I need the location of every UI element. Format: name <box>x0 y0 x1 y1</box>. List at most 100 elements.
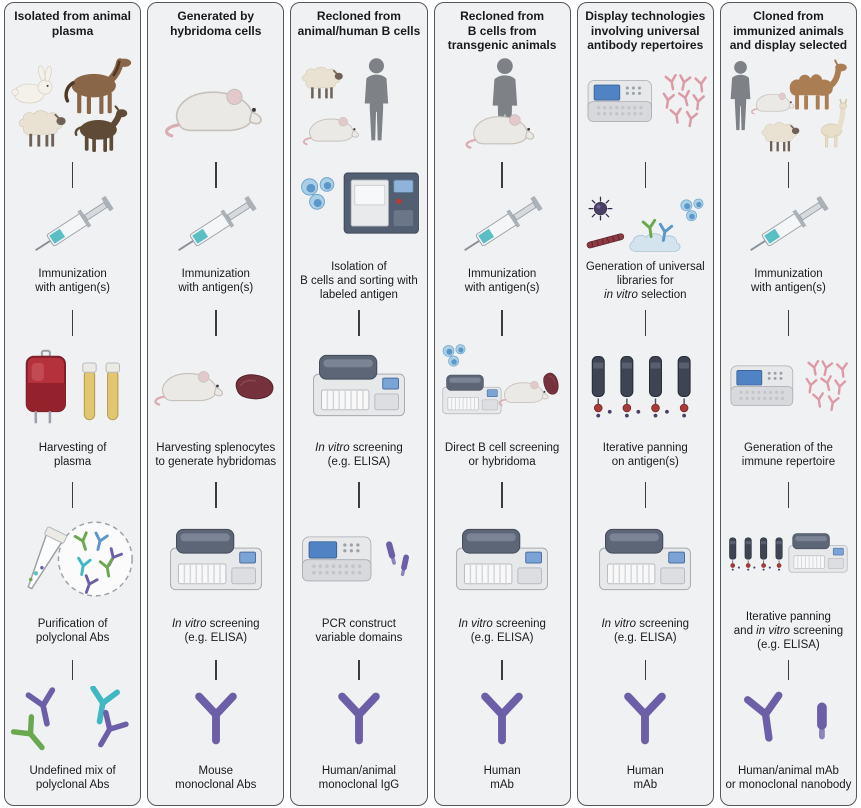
product-illustration <box>294 685 423 755</box>
step-label-slot: Human mAb <box>438 755 567 801</box>
flow-connector <box>294 655 423 685</box>
step-label: Isolation of B cells and sorting with la… <box>300 260 418 301</box>
library-cloud-icon <box>629 233 681 252</box>
connector-line <box>358 310 360 336</box>
flow-connector <box>438 305 567 341</box>
product-illustration <box>724 685 853 755</box>
flow-connector <box>724 155 853 195</box>
step-label-slot: Generation of the immune repertoire <box>724 433 853 477</box>
plasma-tube-icon <box>105 362 120 421</box>
column-recloned-b-cells: Recloned from animal/human B cells Isola… <box>290 2 428 806</box>
elisa-machine-icon <box>312 354 406 417</box>
column-title: Cloned from immunized animals and displa… <box>729 9 848 53</box>
step-label-slot: Human/animal mAb or monoclonal nanobody <box>724 755 853 801</box>
immunization-illustration <box>724 195 853 257</box>
connector-line <box>644 162 647 188</box>
cell-sorter-icon <box>343 172 419 234</box>
step-label: Direct B cell screening or hybridoma <box>444 441 560 468</box>
b-cells-icon <box>680 198 704 222</box>
step-label-slot: Human mAb <box>581 755 710 801</box>
connector-line <box>501 162 503 188</box>
source-animals-illustration <box>294 55 423 155</box>
step-label: In vitro screening (e.g. ELISA) <box>601 617 690 644</box>
variable-domain-icon <box>385 540 398 566</box>
connector-line <box>787 482 790 508</box>
rod-phage-icon <box>586 232 626 250</box>
splenocyte-harvest-illustration <box>151 341 280 433</box>
conical-tube-icon <box>20 522 132 596</box>
source-animals-illustration <box>438 55 567 155</box>
column-animal-plasma: Isolated from animal plasma Immunization… <box>4 2 142 806</box>
pcr-machine-icon <box>587 80 653 122</box>
connector-line <box>787 310 790 336</box>
repertoire-source-illustration <box>581 55 710 155</box>
spleen-icon <box>235 374 274 400</box>
elisa-machine-icon <box>455 528 549 591</box>
step-label: Human/animal monoclonal IgG <box>318 764 400 791</box>
connector-line <box>644 660 647 680</box>
column-title: Generated by hybridoma cells <box>170 9 262 38</box>
step-label-slot: Immunization with antigen(s) <box>724 257 853 305</box>
library-generation-illustration <box>581 195 710 257</box>
elisa-machine-icon <box>788 533 849 573</box>
panning-columns-icon <box>730 538 783 571</box>
source-animals-illustration <box>8 55 137 155</box>
rabbit-icon <box>11 64 53 104</box>
step-label: PCR construct variable domains <box>315 617 403 644</box>
variable-domain-icon <box>399 553 410 577</box>
product-illustration <box>581 685 710 755</box>
screening-illustration <box>151 513 280 607</box>
syringe-icon <box>744 196 832 256</box>
flow-connector <box>438 655 567 685</box>
connector-line <box>215 162 217 188</box>
connector-line <box>501 660 503 680</box>
flow-connector <box>151 305 280 341</box>
flow-connector <box>151 155 280 195</box>
flow-connector <box>294 477 423 513</box>
flow-connector <box>581 155 710 195</box>
connector-line <box>71 660 74 680</box>
column-immunized-display: Cloned from immunized animals and displa… <box>719 2 858 806</box>
elisa-machine-icon <box>442 374 502 415</box>
step-label-slot: Immunization with antigen(s) <box>8 257 137 305</box>
b-cell-sorting-illustration <box>294 155 423 257</box>
plasma-tube-icon <box>81 362 97 421</box>
pcr-machine-icon <box>302 536 372 582</box>
screening-illustration <box>581 513 710 607</box>
source-animals-illustration <box>151 55 280 155</box>
repertoire-generation-illustration <box>724 341 853 433</box>
syringe-icon <box>458 196 545 256</box>
step-label: Harvesting splenocytes to generate hybri… <box>155 441 277 468</box>
syringe-icon <box>172 196 259 256</box>
flow-connector <box>8 477 137 513</box>
flow-connector <box>8 155 137 195</box>
step-label: Human mAb <box>483 764 521 791</box>
elisa-machine-icon <box>169 528 262 591</box>
step-label: Generation of the immune repertoire <box>741 441 836 468</box>
plasma-harvest-illustration <box>8 341 137 433</box>
connector-line <box>215 482 217 508</box>
elisa-machine-icon <box>599 528 692 591</box>
flow-connector <box>8 305 137 341</box>
mouse-icon <box>751 92 796 115</box>
sheep-icon <box>301 66 344 100</box>
flow-connector <box>8 655 137 685</box>
connector-line <box>71 310 74 336</box>
flow-connector <box>724 477 853 513</box>
step-label-slot: Harvesting of plasma <box>8 433 137 477</box>
monoclonal-antibody-icon <box>342 697 376 741</box>
step-label: Undefined mix of polyclonal Abs <box>29 764 116 791</box>
step-label-slot: In vitro screening (e.g. ELISA) <box>151 607 280 655</box>
flow-connector <box>294 305 423 341</box>
monoclonal-antibody-icon <box>485 697 519 741</box>
step-label: In vitro screening (e.g. ELISA) <box>171 617 260 644</box>
step-label-slot: In vitro screening (e.g. ELISA) <box>438 607 567 655</box>
step-label: Human/animal mAb or monoclonal nanobody <box>725 764 852 791</box>
step-label: In vitro screening (e.g. ELISA) <box>458 617 546 644</box>
step-label-slot: In vitro screening (e.g. ELISA) <box>581 607 710 655</box>
connector-line <box>215 310 217 336</box>
panning-illustration <box>581 341 710 433</box>
antibody-repertoire-icon <box>805 361 848 411</box>
b-cell-screening-illustration <box>438 341 567 433</box>
step-label-slot: Generation of universal libraries for in… <box>581 257 710 305</box>
